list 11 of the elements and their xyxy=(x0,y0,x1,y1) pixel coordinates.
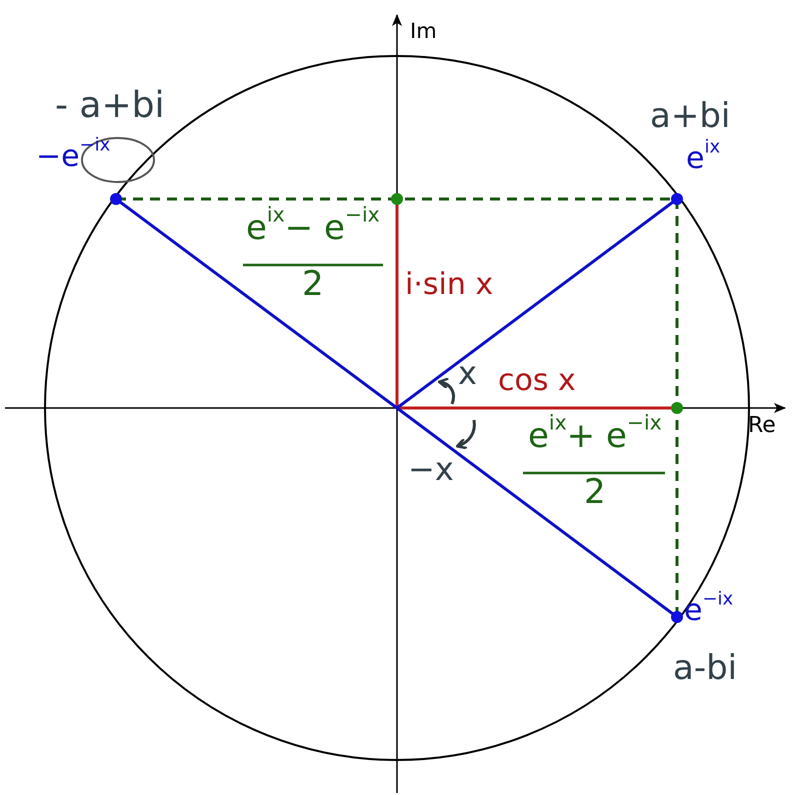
handwritten-note: - a+bi xyxy=(55,86,165,126)
angle-label: −x xyxy=(408,452,454,488)
segment-label: cos x xyxy=(498,364,576,397)
axis-label: Im xyxy=(410,20,437,44)
formula-denominator: 2 xyxy=(302,266,324,304)
handwritten-note: a-bi xyxy=(673,650,738,688)
segment-label: i·sin x xyxy=(405,268,494,301)
axis-label: Re xyxy=(748,414,776,438)
handwritten-note: a+bi xyxy=(650,98,730,136)
formula-denominator: 2 xyxy=(584,474,606,512)
angle-label: x xyxy=(458,356,477,392)
